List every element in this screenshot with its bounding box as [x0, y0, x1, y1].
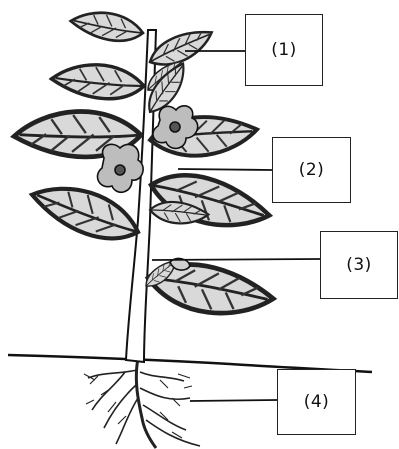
leaf	[69, 1, 146, 51]
flower-left	[97, 144, 143, 192]
label-1: (1)	[245, 14, 323, 86]
leaf	[50, 52, 147, 109]
label-3: (3)	[320, 231, 398, 299]
label-2: (2)	[272, 137, 351, 203]
leader-line-2	[178, 169, 272, 170]
leader-line-4	[190, 400, 277, 401]
leader-line-3	[152, 259, 320, 260]
roots	[84, 358, 200, 448]
label-4: (4)	[277, 369, 356, 435]
